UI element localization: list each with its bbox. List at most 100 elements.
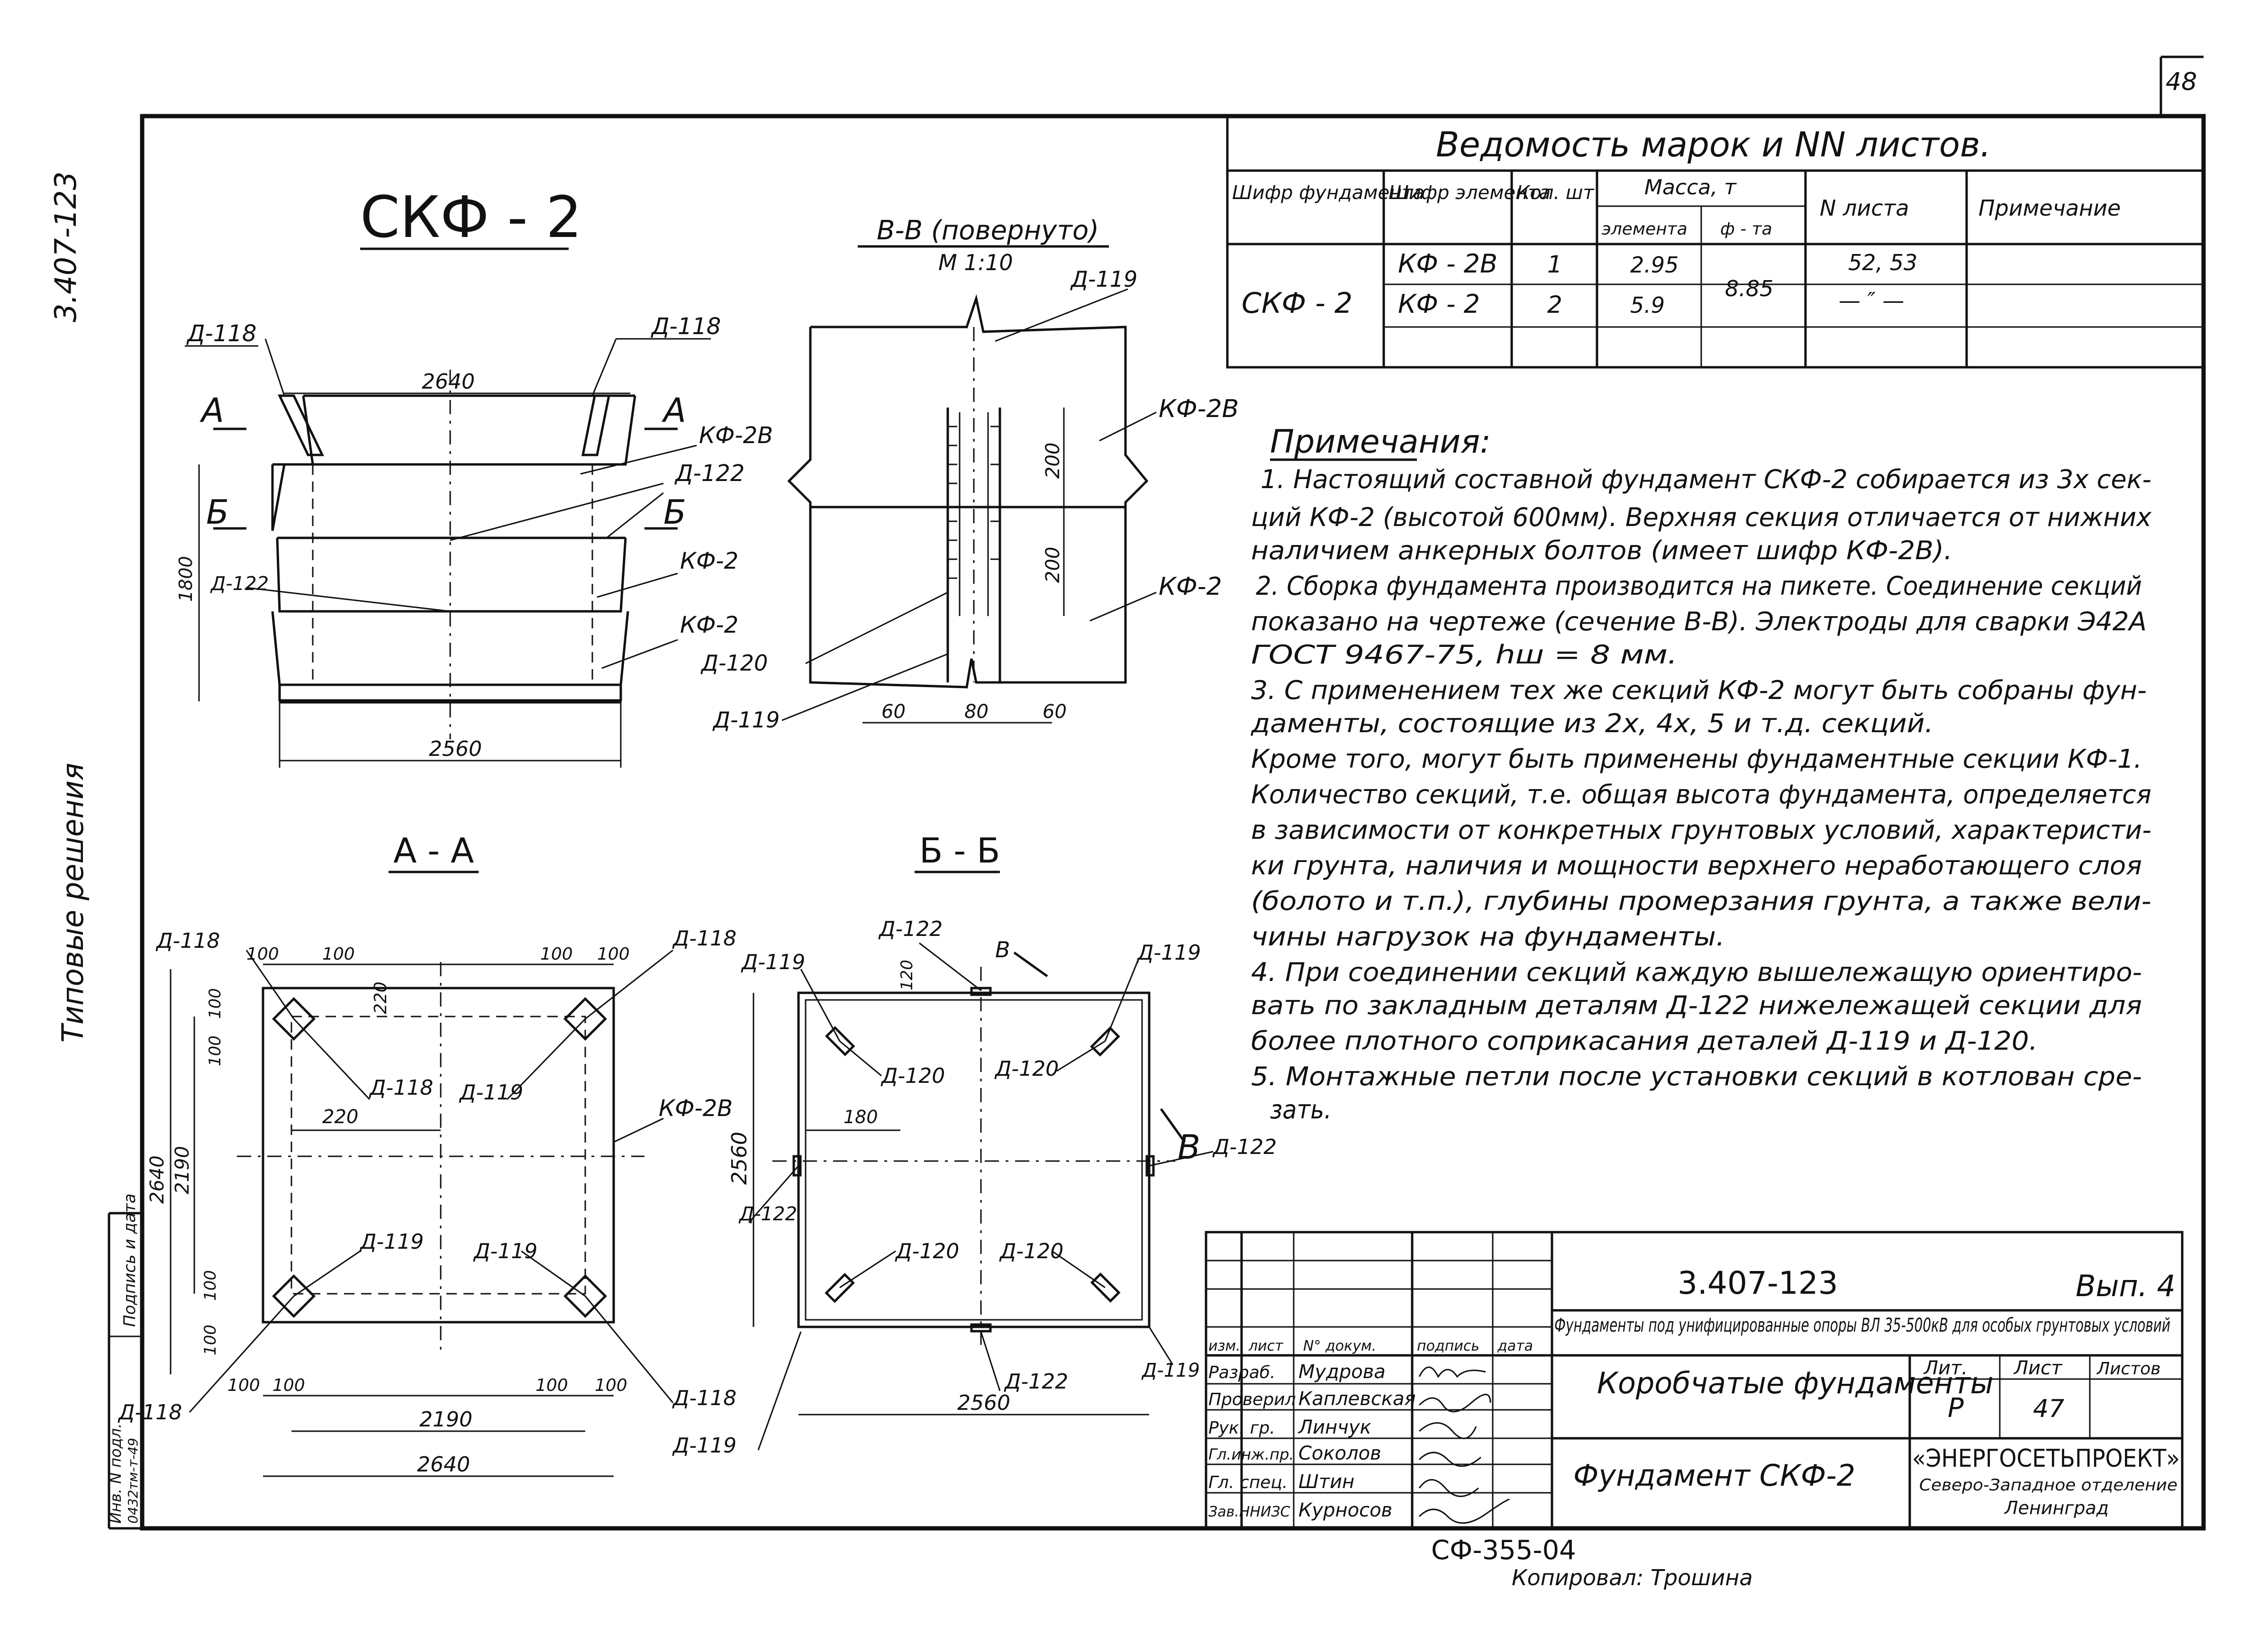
note-line-8: даменты, состоящие из 2х, 4х, 5 и т.д. с…	[1251, 708, 1933, 738]
label-kf2v-front: КФ-2В	[699, 422, 773, 449]
label-d120-vv: Д-120	[700, 650, 768, 676]
label-d120-bb-l: Д-120	[880, 1064, 945, 1088]
schedule-mass-total: 8.85	[1725, 276, 1773, 301]
label-d118-aa-bl: Д-118	[118, 1400, 182, 1425]
label-d119-bb-tr: Д-119	[1136, 941, 1201, 965]
dim-120-bb: 120	[898, 960, 916, 990]
tb-issue: Вып. 4	[2076, 1269, 2176, 1303]
label-kf2-front-2: КФ-2	[680, 612, 738, 638]
schedule-header-mass: Масса, т	[1644, 175, 1737, 200]
label-kf2-front-1: КФ-2	[680, 548, 738, 574]
schedule-row2-element: КФ - 2	[1398, 289, 1480, 319]
tb-lit-value: Р	[1948, 1393, 1964, 1424]
schedule-row2-sheets: — ″ —	[1839, 288, 1904, 313]
tb-sheets-label: Листов	[2096, 1359, 2160, 1379]
schedule-header-qty: Кол. шт	[1516, 182, 1595, 204]
dim-2190-aa-vert: 2190	[172, 1146, 193, 1194]
note-line-13: (болото и т.п.), глубины промерзания гру…	[1251, 886, 2151, 916]
label-d118-aa-inner: Д-118	[369, 1076, 433, 1100]
label-d120-bb-r: Д-120	[994, 1057, 1059, 1081]
note-line-3: наличием анкерных болтов (имеет шифр КФ-…	[1251, 536, 1952, 565]
sheet-frame	[108, 55, 2206, 1531]
dim-220-aa-vert: 220	[371, 981, 390, 1014]
label-d122-bb-top: Д-122	[878, 917, 943, 941]
stamp-inv-label: Инв. N подл.	[107, 1424, 125, 1524]
tb-role-1: Разраб.	[1208, 1363, 1275, 1382]
cut-a-left: А	[200, 391, 224, 430]
schedule-row2-qty: 2	[1547, 291, 1562, 318]
notes-title: Примечания:	[1270, 423, 1491, 461]
cut-a-right: А	[662, 391, 686, 430]
label-d119-bb-br: Д-119	[1141, 1360, 1200, 1381]
note-line-11: в зависимости от конкретных грунтовых ус…	[1251, 815, 2151, 845]
dim-2560-bb-vert: 2560	[727, 1132, 752, 1185]
schedule-title: Ведомость марок и NN листов.	[1436, 125, 1991, 164]
section-vv-view: 200 200 60 80 60	[781, 288, 1157, 724]
tb-col-list: лист	[1248, 1338, 1284, 1354]
schedule-header-code-element: Шифр элемента	[1388, 182, 1551, 204]
dim-2560-bb-horz: 2560	[957, 1391, 1010, 1415]
dim-60-right: 60	[1043, 701, 1067, 723]
dim-100-aa-4: 100	[597, 944, 630, 964]
note-line-15: 4. При соединении секций каждую вышележа…	[1251, 957, 2142, 987]
dim-100-aa-b3: 100	[535, 1376, 568, 1395]
signatures	[1418, 1366, 1510, 1524]
dim-100-aa-b1: 100	[227, 1376, 260, 1395]
schedule-foundation: СКФ - 2	[1242, 287, 1352, 320]
schedule-header-mass-foundation: ф - та	[1720, 219, 1772, 239]
note-line-7: 3. С применением тех же секций КФ-2 могу…	[1251, 675, 2147, 705]
weld-marks	[948, 426, 1000, 579]
tb-code: 3.407-123	[1678, 1265, 1838, 1301]
schedule-row1-mass: 2.95	[1630, 252, 1678, 278]
tb-role-5: Гл. спец.	[1208, 1473, 1288, 1492]
note-line-16: вать по закладным деталям Д-122 нижележа…	[1251, 990, 2142, 1020]
bottom-code: СФ-355-04	[1431, 1535, 1576, 1566]
label-d122-front: Д-122	[674, 460, 744, 487]
schedule-row1-element: КФ - 2В	[1398, 249, 1497, 279]
tb-col-izm: изм.	[1208, 1338, 1241, 1354]
dim-200-top: 200	[1042, 443, 1064, 479]
dim-60-left: 60	[881, 701, 906, 723]
tb-role-6: Зав.ННИЗС	[1208, 1504, 1290, 1520]
note-line-1: 1. Настоящий составной фундамент СКФ-2 с…	[1261, 464, 2151, 494]
dim-100-aa-v3: 100	[201, 1270, 220, 1301]
label-d119-aa-br: Д-119	[473, 1239, 537, 1263]
note-line-12: ки грунта, наличия и мощности верхнего н…	[1251, 851, 2142, 881]
schedule-header-sheets: N листа	[1820, 195, 1909, 221]
tb-sheet-name: Фундамент СКФ-2	[1573, 1458, 1855, 1493]
section-vv-title: В-В (повернуто)	[877, 215, 1099, 246]
dim-2640-front: 2640	[422, 370, 475, 394]
dim-1800: 1800	[175, 556, 196, 602]
tb-name-2: Каплевская	[1298, 1388, 1416, 1410]
note-line-6: ГОСТ 9467-75, hш = 8 мм.	[1251, 640, 1678, 670]
dim-80: 80	[964, 701, 989, 723]
schedule-row1-qty: 1	[1547, 251, 1562, 278]
tb-role-2: Проверил	[1208, 1390, 1296, 1409]
side-code: 3.407-123	[48, 172, 83, 322]
dim-100-aa-1: 100	[246, 944, 279, 964]
label-kf2-vv: КФ-2	[1159, 572, 1222, 601]
tb-name-6: Курносов	[1298, 1499, 1392, 1521]
cut-v-right: В	[1178, 1128, 1200, 1167]
schedule-row1-sheets: 52, 53	[1848, 250, 1917, 275]
cut-b-right: Б	[663, 493, 686, 532]
label-d119-vv-top: Д-119	[1070, 266, 1137, 292]
label-d118-front-right: Д-118	[651, 313, 721, 340]
dim-2190-aa-horz: 2190	[419, 1407, 472, 1432]
dim-2640-aa-horz: 2640	[417, 1453, 470, 1477]
label-d122-front-left: Д-122	[210, 573, 269, 595]
section-bb-view: 2560 2560 120 180 В В	[727, 937, 1214, 1451]
tb-sheet-label: Лист	[2013, 1357, 2063, 1379]
dim-2640-aa-vert: 2640	[146, 1155, 168, 1204]
section-bb-title: Б - Б	[919, 831, 1000, 871]
section-aa-view: 100 100 100 100 220 220 2640 2190 100 10…	[146, 944, 674, 1477]
bottom-copied: Копировал: Трошина	[1512, 1565, 1753, 1590]
dim-200-bottom: 200	[1042, 547, 1064, 583]
tb-role-4: Гл.инж.пр.	[1208, 1445, 1294, 1463]
tb-role-3: Рук. гр.	[1208, 1418, 1275, 1438]
stamp-inv-value: 0432тм-т-49	[125, 1438, 141, 1524]
cut-v-top: В	[995, 937, 1010, 962]
dim-100-aa-3: 100	[540, 944, 573, 964]
stamp-sign-label: Подпись и дата	[120, 1193, 139, 1327]
